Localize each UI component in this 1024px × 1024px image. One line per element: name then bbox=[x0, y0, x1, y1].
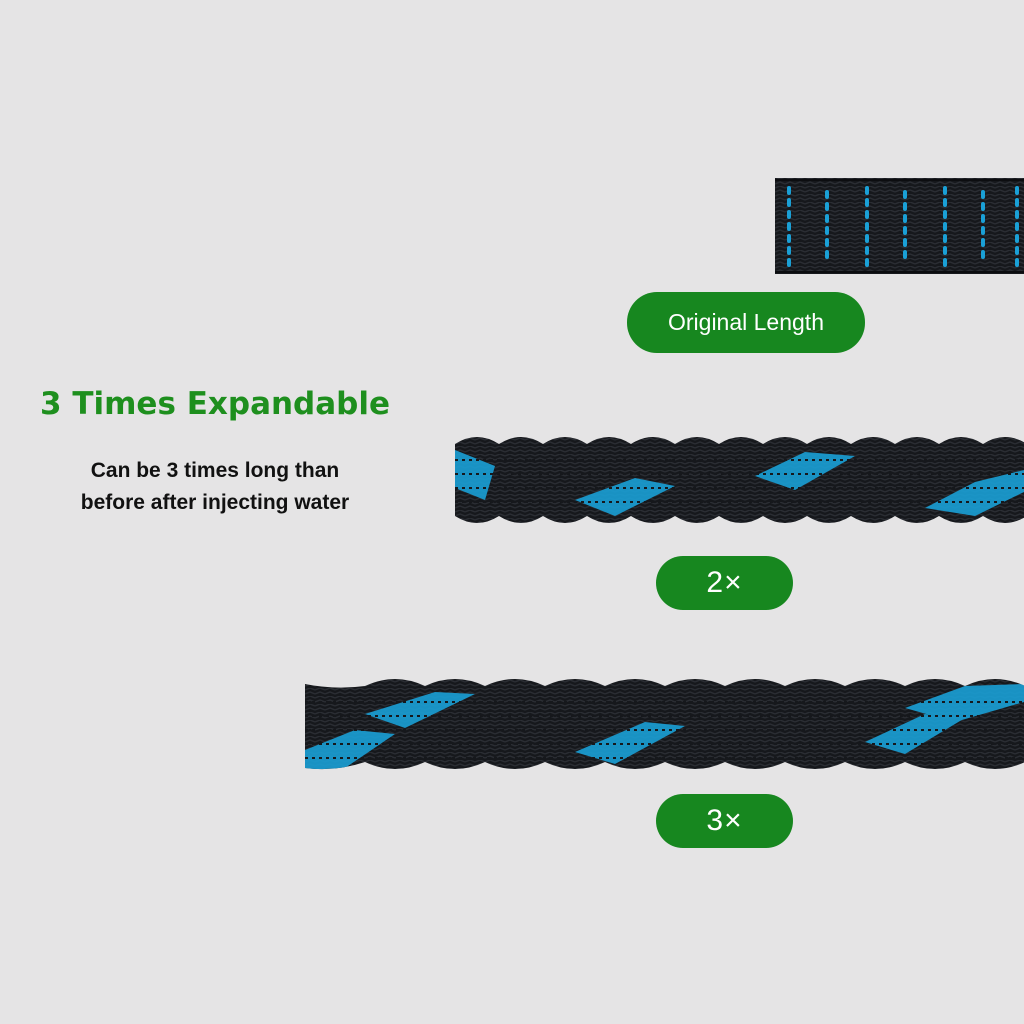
description-line-2: before after injecting water bbox=[80, 491, 350, 514]
description: Can be 3 times long than before after in… bbox=[30, 455, 400, 519]
hose-2x bbox=[455, 437, 1024, 523]
hose-3x bbox=[305, 679, 1024, 770]
description-line-1: Can be 3 times long than bbox=[90, 459, 340, 482]
hose-original bbox=[775, 178, 1024, 274]
badge-2x: 2× bbox=[656, 556, 793, 610]
headline: 3 Times Expandable bbox=[40, 386, 391, 422]
badge-original-length: Original Length bbox=[627, 292, 865, 353]
badge-3x: 3× bbox=[656, 794, 793, 848]
